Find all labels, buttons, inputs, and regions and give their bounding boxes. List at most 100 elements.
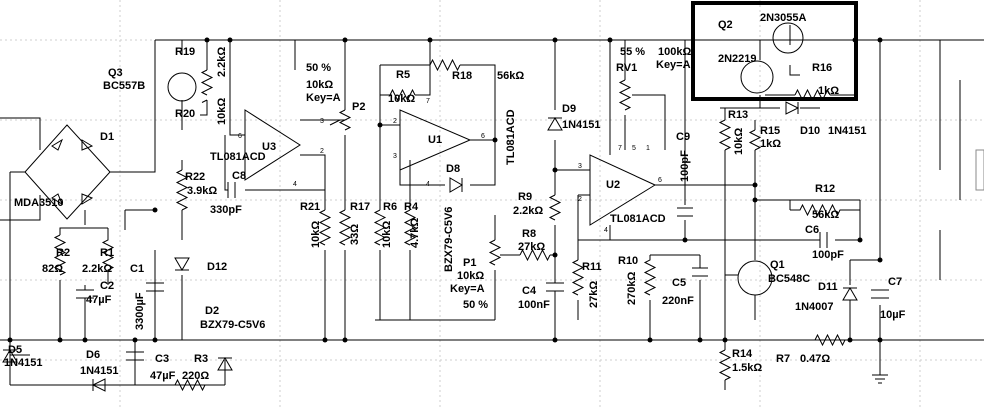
junction-dot bbox=[152, 337, 158, 343]
junction-dot bbox=[552, 252, 558, 258]
label-d8-ref: D8 bbox=[446, 163, 460, 175]
label-r20-value: 10kΩ bbox=[216, 98, 228, 125]
label-r11-value: 27kΩ bbox=[588, 281, 600, 308]
label-r12-value: 56kΩ bbox=[812, 209, 839, 221]
diode-symbols bbox=[2, 101, 858, 392]
label-r19-value: 2.2kΩ bbox=[216, 47, 228, 77]
resistor-r6-symbol bbox=[373, 209, 387, 246]
junction-dot bbox=[342, 37, 348, 43]
junction-dot bbox=[847, 337, 853, 343]
label-q2-ref: Q2 bbox=[718, 19, 733, 31]
capacitor-c5-symbol bbox=[692, 267, 708, 277]
highlight-box bbox=[691, 1, 858, 101]
junction-dot bbox=[647, 337, 653, 343]
label-rv1-key: Key=A bbox=[656, 59, 691, 71]
resistor-symbols bbox=[53, 58, 860, 392]
capacitor-c3-symbol bbox=[126, 351, 144, 361]
junction-dot bbox=[152, 207, 158, 213]
label-r3-value: 220Ω bbox=[182, 370, 209, 382]
transistor-symbols bbox=[167, 22, 804, 296]
capacitor-c7-symbol bbox=[871, 289, 889, 299]
wires bbox=[0, 25, 984, 390]
diode-d12-symbol bbox=[174, 257, 190, 271]
diode-d2-symbol bbox=[217, 357, 233, 371]
label-r15-ref: R15 bbox=[760, 125, 780, 137]
label-d9-ref: D9 bbox=[562, 103, 576, 115]
pin-number: 4 bbox=[604, 227, 608, 234]
label-r10-value: 270kΩ bbox=[626, 272, 638, 305]
junction-dot bbox=[227, 37, 233, 43]
label-c4-value: 100nF bbox=[518, 299, 550, 311]
label-r14-value: 1.5kΩ bbox=[732, 362, 762, 374]
pot-p2-symbol bbox=[329, 109, 352, 131]
pot-p1-symbol bbox=[488, 239, 502, 266]
pin-number: 1 bbox=[646, 145, 650, 152]
opamp-u2-symbol bbox=[589, 154, 657, 226]
label-c1-value: 3300µF bbox=[134, 292, 146, 330]
label-c7-ref: C7 bbox=[888, 276, 902, 288]
label-r3-ref: R3 bbox=[194, 353, 208, 365]
resistor-r8-symbol bbox=[519, 248, 551, 262]
label-r6-ref: R6 bbox=[383, 201, 397, 213]
label-d5-part: 1N4151 bbox=[4, 357, 43, 369]
capacitor-c4-symbol bbox=[546, 275, 564, 300]
pin-number: 3 bbox=[320, 118, 324, 125]
junction-dot bbox=[322, 337, 328, 343]
label-d11-ref: D11 bbox=[818, 281, 838, 293]
junction-dot bbox=[377, 122, 383, 128]
label-r22-ref: R22 bbox=[185, 171, 205, 183]
pin-number: 5 bbox=[632, 145, 636, 152]
resistor-r7-symbol bbox=[814, 333, 846, 347]
label-r1-value: 2.2kΩ bbox=[82, 263, 112, 275]
transistor-q2-symbol bbox=[740, 60, 774, 94]
label-r4-value: 4.7kΩ bbox=[409, 218, 421, 248]
label-c6-value: 100pF bbox=[812, 249, 844, 261]
label-q3-part: BC557B bbox=[103, 80, 145, 92]
label-c6-ref: C6 bbox=[805, 224, 819, 236]
resistor-r11-symbol bbox=[571, 259, 585, 296]
label-u2-ref: U2 bbox=[606, 179, 620, 191]
label-r7-ref: R7 bbox=[776, 353, 790, 365]
resistor-r17-symbol bbox=[338, 209, 352, 246]
transistor-q1-symbol bbox=[737, 260, 773, 296]
junction-dot bbox=[877, 337, 883, 343]
label-r6-value: 10kΩ bbox=[381, 221, 393, 248]
label-r7-value: 0.47Ω bbox=[800, 353, 830, 365]
resistor-r14-symbol bbox=[718, 349, 732, 381]
label-r4-ref: R4 bbox=[404, 201, 419, 213]
diode-d10-symbol bbox=[785, 101, 800, 115]
junction-dot bbox=[682, 237, 688, 243]
label-c2-value: 47µF bbox=[86, 294, 112, 306]
clipped-instrument-panel bbox=[975, 149, 984, 191]
label-c4-ref: C4 bbox=[522, 285, 537, 297]
label-rv1-ref: RV1 bbox=[616, 62, 637, 74]
junction-dot bbox=[552, 37, 558, 43]
pin-number: 3 bbox=[578, 163, 582, 170]
capacitor-c1-symbol bbox=[146, 280, 164, 292]
junction-dot bbox=[204, 37, 210, 43]
opamp-symbols bbox=[244, 109, 657, 226]
label-r5-value: 10kΩ bbox=[388, 93, 415, 105]
junction-dot bbox=[427, 37, 433, 43]
resistor-r3-symbol bbox=[174, 378, 206, 392]
label-r20-ref: R20 bbox=[175, 108, 195, 120]
label-c9-ref: C9 bbox=[676, 131, 690, 143]
label-p1-value: 10kΩ bbox=[457, 270, 484, 282]
label-q1-ref: Q1 bbox=[770, 259, 785, 271]
label-r8-value: 27kΩ bbox=[518, 241, 545, 253]
bridge-rectifier-d1-symbol bbox=[24, 124, 111, 220]
label-c7-value: 10µF bbox=[880, 309, 906, 321]
label-d6-part: 1N4151 bbox=[80, 365, 119, 377]
label-r17-ref: R17 bbox=[350, 201, 370, 213]
pin-number: 4 bbox=[426, 181, 430, 188]
label-c8-value: 330pF bbox=[210, 204, 242, 216]
opamp-u1-symbol bbox=[399, 109, 472, 171]
capacitor-c9-symbol bbox=[677, 207, 693, 217]
label-r13-value: 10kΩ bbox=[733, 128, 745, 155]
label-r16-value: 1kΩ bbox=[818, 85, 839, 97]
label-c8-ref: C8 bbox=[232, 170, 246, 182]
label-r15-value: 1kΩ bbox=[760, 138, 781, 150]
junction-dot bbox=[877, 257, 883, 263]
resistor-r21-symbol bbox=[318, 209, 332, 246]
